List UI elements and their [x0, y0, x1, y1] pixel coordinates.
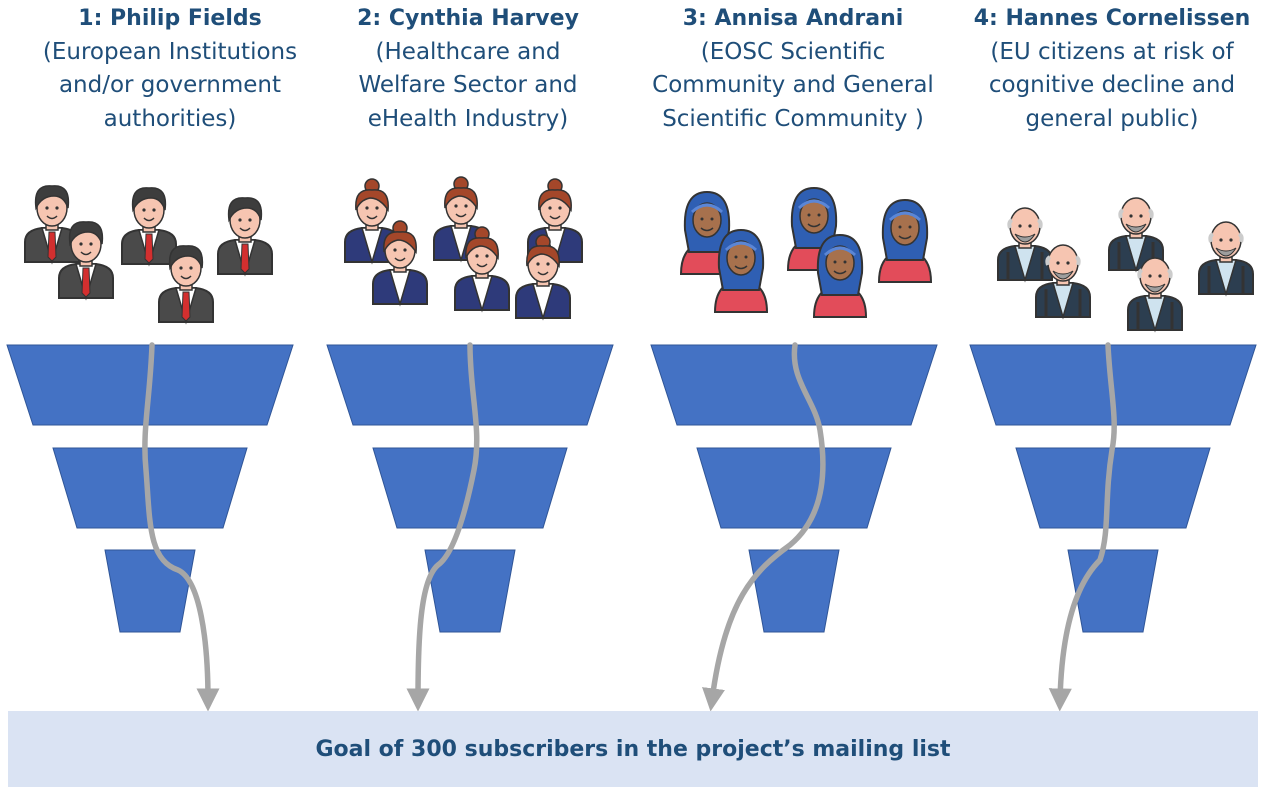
hijab-woman-icon: [812, 233, 868, 318]
businessman-icon: [58, 221, 114, 301]
elderly-man-icon: [1198, 221, 1254, 297]
persona-desc-line: and/or government: [58, 72, 282, 98]
elderly-man-icon: [1035, 244, 1091, 320]
flow-arrow: [406, 342, 480, 712]
persona-name: 3: Annisa Andrani: [682, 6, 904, 31]
businesswoman-icon: [433, 176, 489, 263]
persona-desc-line: Scientific Community ): [662, 105, 924, 132]
flow-arrow: [142, 342, 220, 712]
persona-desc-line: (EU citizens at risk of: [990, 38, 1234, 65]
persona-desc-line: cognitive decline and: [988, 72, 1236, 98]
elderly-man-icon: [1108, 197, 1164, 273]
persona-name: 2: Cynthia Harvey: [357, 6, 579, 31]
businesswoman-icon: [454, 226, 510, 313]
businesswoman-icon: [372, 220, 428, 307]
persona-heading-3: 3: Annisa Andrani (EOSC Scientific Commu…: [643, 2, 943, 136]
elderly-man-icon: [1127, 257, 1183, 333]
persona-heading-4: 4: Hannes Cornelissen (EU citizens at ri…: [962, 2, 1262, 136]
funnel-tier-1: [650, 344, 938, 426]
funnel-tier-3: [748, 549, 840, 633]
persona-desc-line: eHealth Industry): [367, 105, 569, 132]
businessman-icon: [158, 245, 214, 325]
hijab-woman-icon: [877, 198, 933, 283]
businesswoman-icon: [527, 178, 583, 265]
funnel-tier-3: [104, 549, 196, 633]
persona-desc-line: Welfare Sector and: [358, 72, 578, 98]
goal-text: Goal of 300 subscribers in the project’s…: [315, 736, 951, 762]
funnel-tier-3: [424, 549, 516, 633]
persona-desc-line: authorities): [103, 105, 237, 132]
elderly-man-icon: [997, 207, 1053, 283]
persona-desc-line: (European Institutions: [42, 38, 298, 65]
hijab-woman-icon: [679, 190, 735, 275]
persona-desc-line: (Healthcare and: [375, 38, 561, 65]
flow-arrow: [702, 342, 826, 712]
businessman-icon: [24, 185, 80, 265]
persona-heading-1: 1: Philip Fields (European Institutions …: [20, 2, 320, 136]
businessman-icon: [121, 187, 177, 267]
flow-arrow: [1048, 342, 1117, 712]
persona-heading-2: 2: Cynthia Harvey (Healthcare and Welfar…: [318, 2, 618, 136]
persona-name: 4: Hannes Cornelissen: [973, 6, 1251, 31]
businessman-icon: [217, 197, 273, 277]
hijab-woman-icon: [713, 228, 769, 313]
funnel-tier-2: [696, 447, 892, 529]
persona-desc-line: general public): [1025, 105, 1199, 132]
persona-desc-line: Community and General: [652, 72, 934, 98]
persona-name: 1: Philip Fields: [78, 6, 262, 31]
funnel-tier-2: [1015, 447, 1211, 529]
goal-banner: Goal of 300 subscribers in the project’s…: [8, 711, 1258, 787]
businesswoman-icon: [515, 234, 571, 321]
persona-desc-line: (EOSC Scientific: [700, 38, 886, 65]
